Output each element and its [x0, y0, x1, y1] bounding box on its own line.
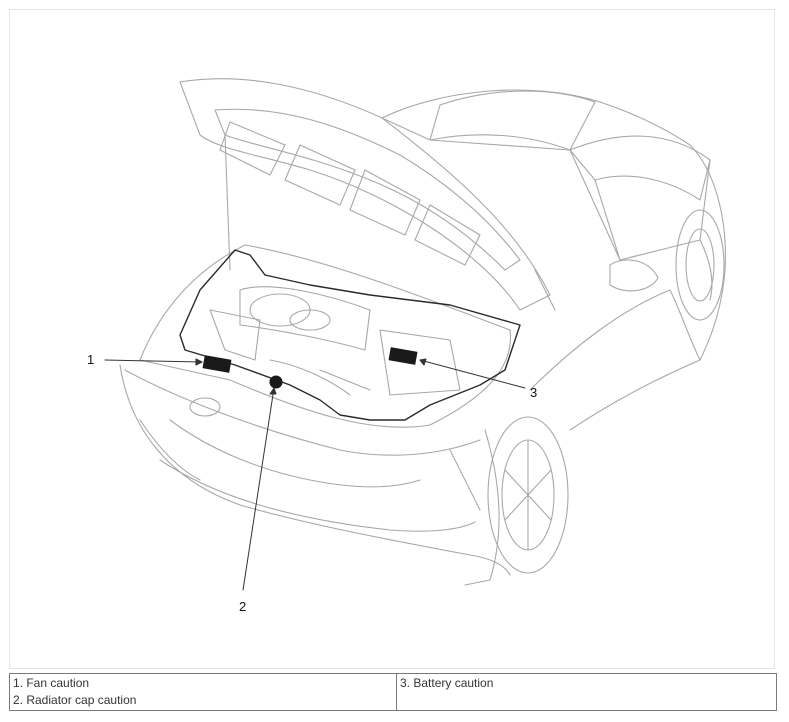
hood-seal-strip: [179, 249, 521, 421]
oil-cap: [289, 309, 331, 331]
front-door: [529, 289, 701, 431]
rear-wheel-rim: [685, 228, 715, 302]
side-window: [594, 159, 711, 261]
rear-body: [689, 144, 726, 361]
grille-upper: [169, 419, 421, 488]
legend-item-radiator-cap-caution: 2. Radiator cap caution: [13, 693, 137, 707]
legend-table: 1. Fan caution 2. Radiator cap caution 3…: [9, 673, 777, 711]
front-bumper: [119, 364, 511, 576]
leader-line-1: [104, 359, 203, 363]
rear-door-line: [699, 239, 713, 301]
radiator-cap-label: [269, 375, 283, 389]
hood-underside: [214, 108, 521, 271]
callout-1: 1: [87, 352, 95, 367]
rear-wheel: [675, 209, 725, 321]
legend-row: 1. Fan caution 2. Radiator cap caution 3…: [9, 673, 777, 711]
front-fender: [464, 429, 500, 586]
rear-window: [569, 135, 711, 201]
hood-ribs: [219, 121, 481, 266]
windshield: [381, 117, 621, 261]
engine-bay: [139, 244, 511, 428]
legend-cell-left: 1. Fan caution 2. Radiator cap caution: [9, 673, 397, 711]
grille-lower: [159, 459, 476, 532]
open-hood: [179, 78, 551, 311]
hoses: [269, 359, 371, 396]
battery-area: [379, 329, 461, 396]
car-illustration: [104, 78, 726, 591]
callout-3: 3: [530, 385, 538, 400]
hood-struts: [224, 134, 556, 311]
leader-line-3: [419, 359, 526, 389]
wheel-spokes: [504, 439, 552, 551]
legend-item-fan-caution: 1. Fan caution: [13, 676, 90, 690]
leader-line-2: [242, 387, 275, 591]
callout-2: 2: [239, 599, 247, 614]
fan-caution-label: [202, 355, 232, 373]
legend-item-battery-caution: 3. Battery caution: [400, 676, 494, 690]
kia-badge: [189, 397, 221, 417]
leader-arrowheads: [195, 358, 427, 395]
engine-cover: [249, 293, 311, 327]
headlight-lines: [139, 419, 481, 511]
roof-line: [381, 89, 691, 146]
diagram-frame: 1 2 3: [9, 9, 775, 669]
side-mirror: [609, 259, 659, 292]
engine-block: [239, 286, 371, 351]
bumper-top: [124, 369, 481, 456]
sunroof: [429, 90, 596, 151]
fan-shroud: [209, 309, 261, 361]
legend-cell-right: 3. Battery caution: [396, 673, 777, 711]
battery-caution-label: [388, 347, 418, 365]
front-wheel: [487, 416, 569, 574]
